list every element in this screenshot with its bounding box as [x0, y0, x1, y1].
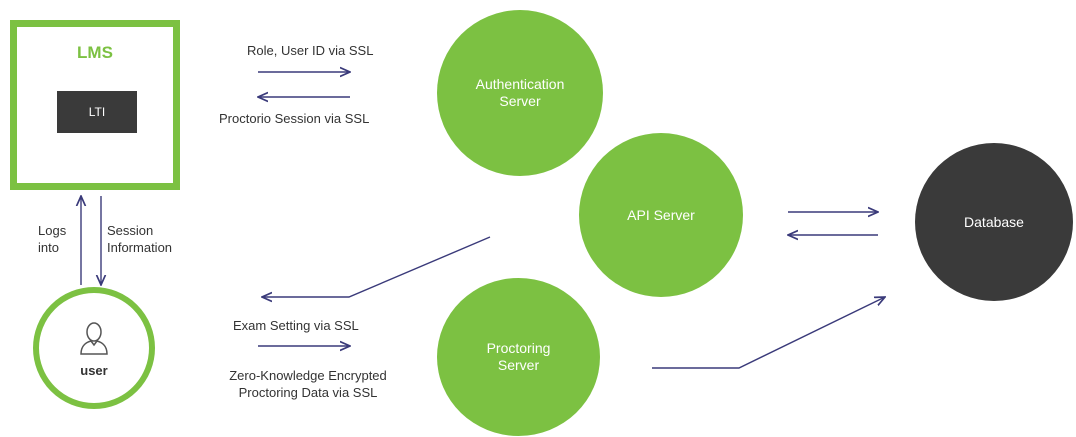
role-user-id-label: Role, User ID via SSL — [247, 43, 374, 58]
auth-server-label-line2: Server — [499, 93, 541, 109]
database-node: Database — [915, 143, 1073, 301]
api-server-node: API Server — [579, 133, 743, 297]
zero-knowledge-label: Zero-Knowledge Encrypted Proctoring Data… — [229, 368, 387, 400]
arrow-proctoring-to-database — [652, 297, 885, 369]
proctoring-server-label-line2: Server — [497, 357, 540, 373]
user-label: user — [80, 363, 108, 378]
arrow-api-to-user-exam-setting — [262, 236, 491, 297]
session-information-label: Session Information — [107, 223, 173, 255]
user-icon — [80, 322, 108, 355]
lms-box: LMS LTI — [10, 20, 180, 190]
logs-into-label: Logs into — [38, 223, 67, 255]
proctoring-server-node: Proctoring Server — [437, 278, 600, 436]
lti-label: LTI — [88, 105, 106, 119]
exam-setting-label: Exam Setting via SSL — [233, 318, 359, 333]
auth-server-label-line1: Authentication — [475, 76, 565, 92]
proctoring-server-label-line1: Proctoring — [486, 340, 551, 356]
authentication-server-node: Authentication Server — [437, 10, 603, 176]
lms-title: LMS — [77, 43, 113, 62]
lti-box: LTI — [57, 91, 137, 133]
proctorio-session-label: Proctorio Session via SSL — [219, 111, 370, 126]
database-label: Database — [964, 213, 1024, 230]
user-node: user — [33, 287, 155, 409]
api-server-label: API Server — [627, 206, 695, 223]
